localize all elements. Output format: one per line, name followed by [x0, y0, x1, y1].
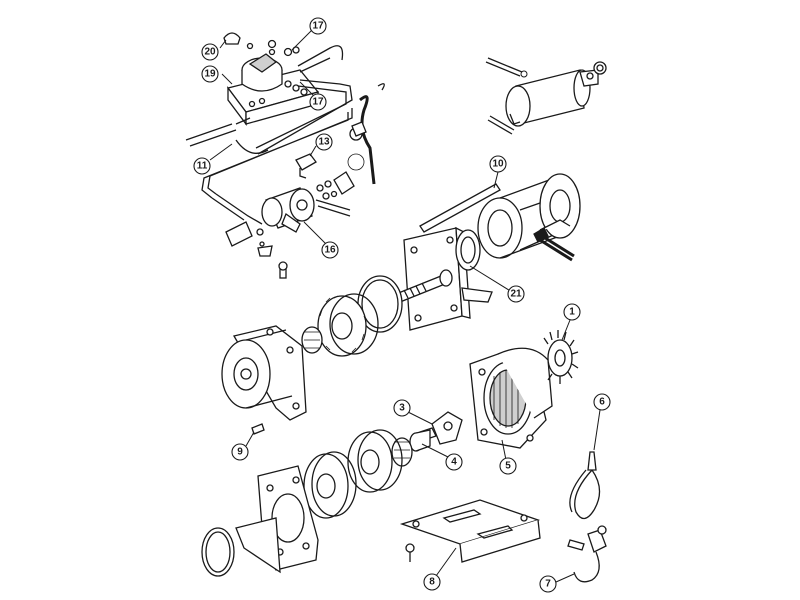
callout-16: 16: [321, 241, 339, 259]
wire-rope-loop: [569, 451, 601, 520]
brake-housing: [469, 347, 553, 449]
callout-7: 7: [539, 575, 557, 593]
svg-text:19: 19: [204, 69, 216, 80]
cable-17a: [297, 45, 344, 67]
cap-nut: [223, 32, 241, 45]
cable-drum: [477, 173, 581, 259]
callout-20: 20: [201, 43, 219, 61]
svg-text:11: 11: [197, 161, 208, 172]
seal-ring: [357, 275, 403, 333]
planet-gear-carrier-upper: [317, 293, 379, 357]
svg-text:9: 9: [237, 447, 243, 458]
cable-boot: [316, 153, 365, 195]
solenoid-pack: [226, 53, 320, 126]
svg-text:10: 10: [492, 159, 504, 170]
svg-text:7: 7: [545, 579, 551, 590]
gear-carrier-lower-b: [303, 451, 357, 519]
gear-housing-end-cap: [221, 325, 307, 421]
end-plate-lower: [235, 465, 319, 574]
callout-8: 8: [423, 573, 441, 591]
bushing-4: [409, 429, 431, 452]
cable-17b: [257, 79, 353, 155]
svg-text:17: 17: [312, 21, 324, 32]
brake-gear-1: [543, 330, 579, 384]
cable-11: [185, 123, 237, 147]
long-cable-run: [201, 108, 353, 199]
callout-21: 21: [507, 285, 525, 303]
mounting-bracket: [399, 499, 541, 563]
svg-text:6: 6: [599, 397, 605, 408]
thrust-washer-21: [455, 229, 481, 271]
tie-rod: [419, 183, 501, 233]
svg-text:17: 17: [312, 97, 324, 108]
pinion-gear: [301, 326, 323, 354]
callout-3: 3: [393, 399, 411, 417]
svg-text:21: 21: [510, 289, 522, 300]
winch-motor: [505, 61, 607, 127]
cable-clamp-13: [295, 121, 367, 179]
ring-gasket: [201, 527, 235, 577]
svg-text:1: 1: [569, 307, 575, 318]
gear-carrier-lower-a: [347, 429, 403, 493]
callout-6: 6: [593, 393, 611, 411]
wire-rope: [539, 234, 575, 262]
callout-19: 19: [201, 65, 219, 83]
svg-text:4: 4: [451, 457, 457, 468]
svg-text:3: 3: [399, 403, 405, 414]
callout-4: 4: [445, 453, 463, 471]
svg-text:20: 20: [204, 47, 216, 58]
callout-1: 1: [563, 303, 581, 321]
winch-hook: [567, 525, 607, 583]
callout-11: 11: [193, 157, 211, 175]
remote-lead: [359, 95, 376, 185]
callout-5: 5: [499, 457, 517, 475]
screw-9: [251, 423, 265, 435]
svg-text:8: 8: [429, 577, 435, 588]
callout-10: 10: [489, 155, 507, 173]
callout-group: 20 17 19 17 11 13 16 10: [193, 17, 611, 593]
callout-13: 13: [315, 133, 333, 151]
svg-text:13: 13: [318, 137, 330, 148]
callout-9: 9: [231, 443, 249, 461]
svg-text:5: 5: [505, 461, 511, 472]
svg-text:16: 16: [324, 245, 336, 256]
callout-17-upper: 17: [309, 17, 327, 35]
terminal-nuts: [246, 39, 300, 57]
callout-17-lower: 17: [309, 93, 327, 111]
motor-assembly: [225, 187, 351, 279]
